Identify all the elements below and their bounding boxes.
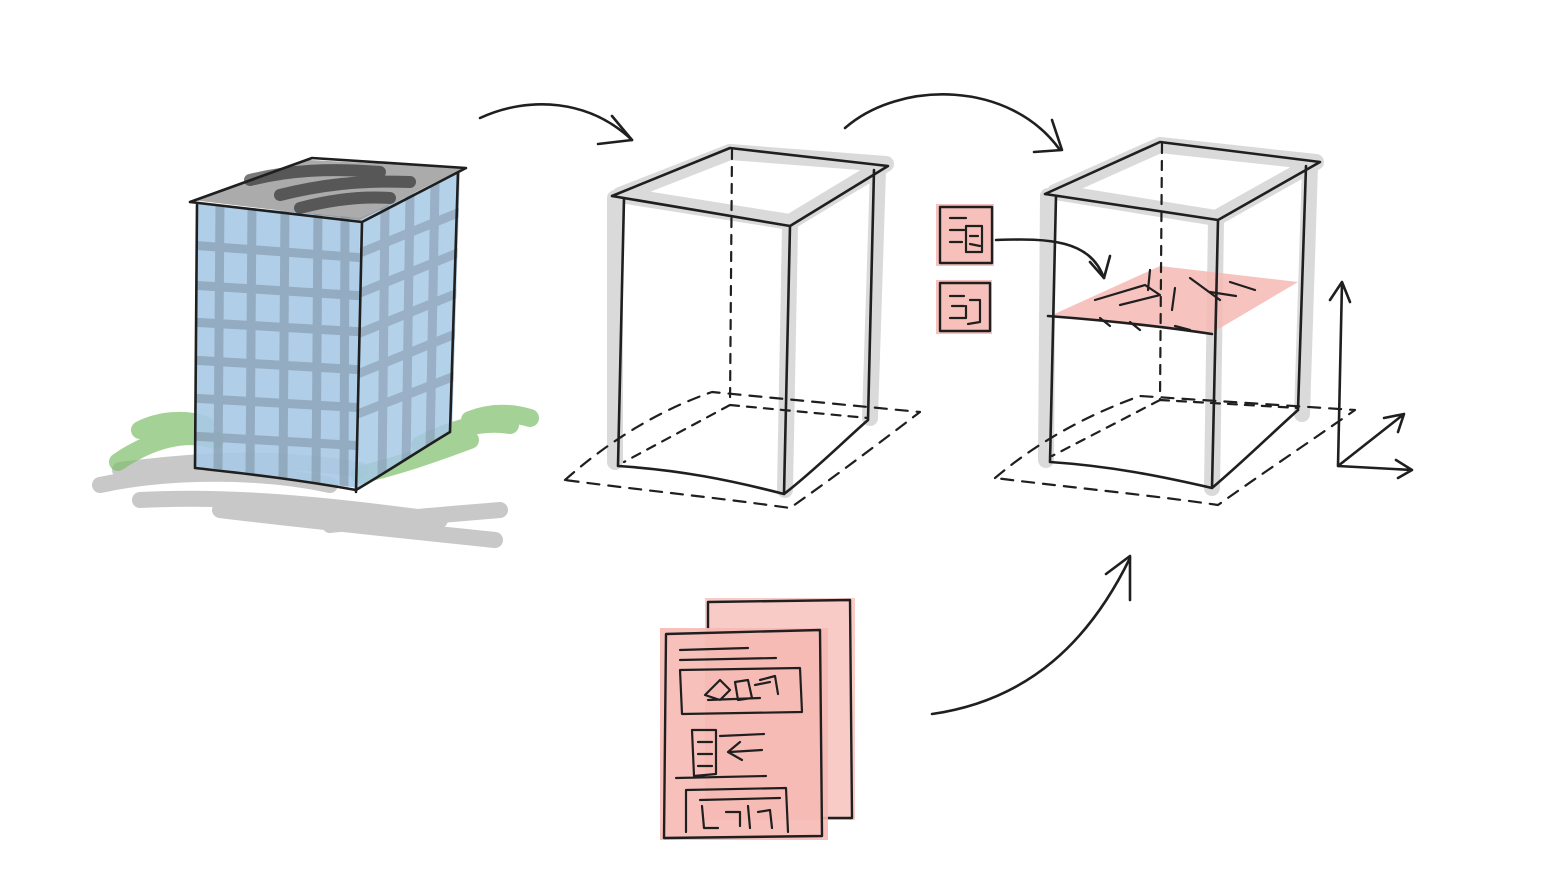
wireframe-box-with-floor-icon bbox=[993, 137, 1357, 507]
roof-scribbles bbox=[244, 164, 416, 214]
model-footprint bbox=[993, 394, 1357, 507]
wireframe-edges bbox=[610, 146, 890, 496]
xyz-axes-icon bbox=[1328, 280, 1414, 480]
arrow-card-to-floor-icon bbox=[994, 238, 1112, 280]
model-hidden-edges bbox=[1050, 142, 1300, 458]
arrow-wireframe-to-model-icon bbox=[843, 93, 1064, 154]
side-glass-grid bbox=[358, 179, 460, 483]
document-stack-icon bbox=[660, 598, 855, 840]
arrow-building-to-wireframe-icon bbox=[478, 103, 634, 146]
floorplan-card-icon bbox=[936, 280, 992, 334]
grass-patch bbox=[109, 404, 539, 484]
back-sheet-outline bbox=[706, 598, 854, 820]
document-bottom-plan bbox=[684, 786, 790, 834]
model-edges bbox=[1043, 140, 1322, 490]
floor-plane-edge bbox=[1046, 314, 1214, 336]
floorplan-card-icon bbox=[936, 204, 994, 266]
front-sheet-outline bbox=[662, 628, 824, 840]
arrow-documents-to-model-icon bbox=[930, 554, 1132, 716]
document-arrow-section bbox=[674, 728, 768, 780]
document-plan-box bbox=[678, 666, 804, 716]
building-outline bbox=[188, 156, 468, 494]
ground-shadow bbox=[92, 452, 508, 548]
glass-building-icon bbox=[92, 156, 539, 548]
front-glass-grid bbox=[195, 203, 360, 488]
wireframe-box-icon bbox=[563, 144, 922, 510]
wireframe-footprint bbox=[563, 390, 922, 510]
wireframe-hidden-edges bbox=[622, 148, 870, 464]
document-text-lines bbox=[678, 646, 778, 662]
